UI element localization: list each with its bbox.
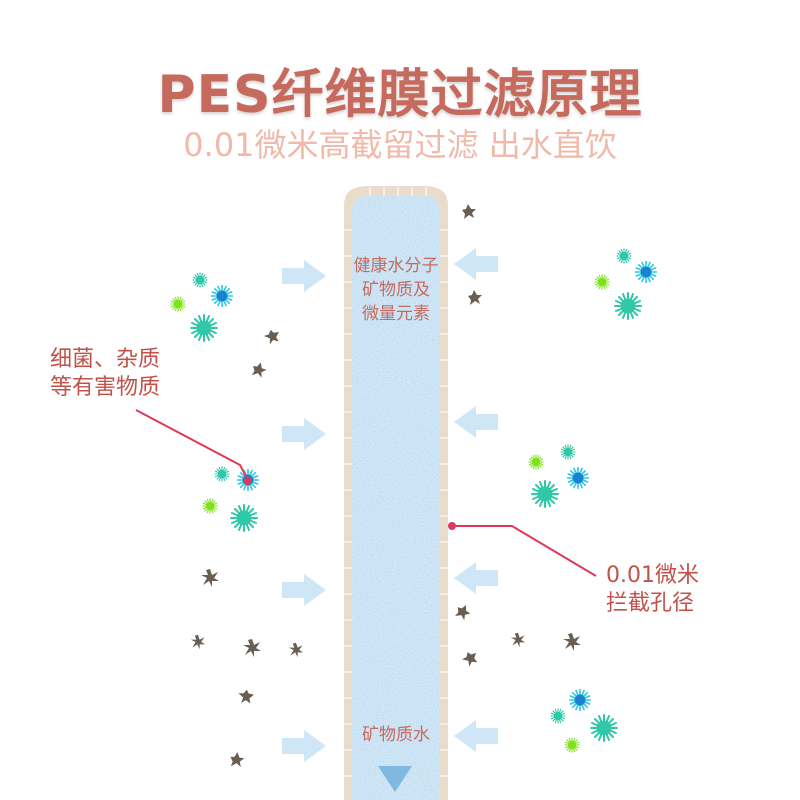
left-callout-line: [135, 409, 252, 485]
column-top-line: 微量元素: [362, 304, 430, 324]
arrow-left-icon: [454, 248, 498, 280]
bacteria-icon: [590, 714, 618, 742]
right-callout-line-1: 0.01微米: [606, 563, 699, 588]
arrow-right-icon: [282, 730, 326, 762]
bacteria-icon: [594, 274, 610, 290]
impurity-particle-icon: [243, 639, 261, 657]
bacteria-icon: [230, 504, 258, 532]
impurity-particle-icon: [190, 634, 206, 650]
bacteria-icon: [564, 737, 580, 753]
impurity-particle-icon: [201, 569, 219, 587]
impurity-particle-icon: [453, 602, 473, 623]
bacteria-icon: [210, 284, 234, 308]
column-top-line: 矿物质及: [362, 280, 430, 300]
membrane-column: [344, 186, 448, 800]
impurity-particle-icon: [460, 648, 482, 669]
column-top-line: 健康水分子: [353, 256, 439, 276]
arrow-right-icon: [282, 260, 326, 292]
bacteria-icon: [566, 466, 590, 490]
right-callout-label: 0.01微米 拦截孔径: [606, 562, 699, 618]
impurity-particle-icon: [510, 632, 526, 648]
bacteria-icon: [634, 260, 658, 284]
bacteria-icon: [214, 466, 230, 482]
impurity-particle-icon: [238, 688, 256, 706]
bacteria-icon: [528, 454, 544, 470]
column-bottom-label: 矿物质水: [362, 725, 430, 745]
bacteria-icon: [560, 444, 576, 460]
impurity-particle-icon: [262, 326, 283, 347]
arrow-left-icon: [454, 720, 498, 752]
right-callout-line-2: 拦截孔径: [606, 591, 695, 616]
arrow-right-icon: [282, 418, 326, 450]
impurity-particle-icon: [249, 360, 269, 380]
impurity-particle-icon: [563, 633, 581, 651]
flow-down-icon: [378, 766, 412, 792]
bacteria-icon: [614, 292, 642, 320]
arrow-left-icon: [454, 406, 498, 438]
bacteria-icon: [568, 688, 592, 712]
arrow-right-icon: [282, 574, 326, 606]
bacteria-icon: [192, 272, 208, 288]
bacteria-icon: [190, 314, 218, 342]
column-top-label: 健康水分子 矿物质及 微量元素: [344, 254, 448, 326]
page-subtitle: 0.01微米高截留过滤 出水直饮: [183, 126, 617, 164]
page-title: PES纤维膜过滤原理: [157, 65, 643, 125]
bacteria-icon: [531, 480, 559, 508]
bacteria-icon: [170, 296, 186, 312]
impurity-particle-icon: [228, 751, 246, 769]
bacteria-icon: [616, 248, 632, 264]
bacteria-icon: [202, 498, 218, 514]
bacteria-icon: [550, 708, 566, 724]
impurity-particle-icon: [288, 642, 304, 658]
left-callout-line-2: 等有害物质: [50, 375, 161, 400]
arrow-left-icon: [454, 562, 498, 594]
left-callout-line-1: 细菌、杂质: [50, 347, 161, 372]
impurity-particle-icon: [462, 204, 476, 219]
right-callout-line: [448, 522, 597, 577]
impurity-particle-icon: [468, 290, 482, 305]
left-callout-label: 细菌、杂质 等有害物质: [50, 346, 160, 402]
